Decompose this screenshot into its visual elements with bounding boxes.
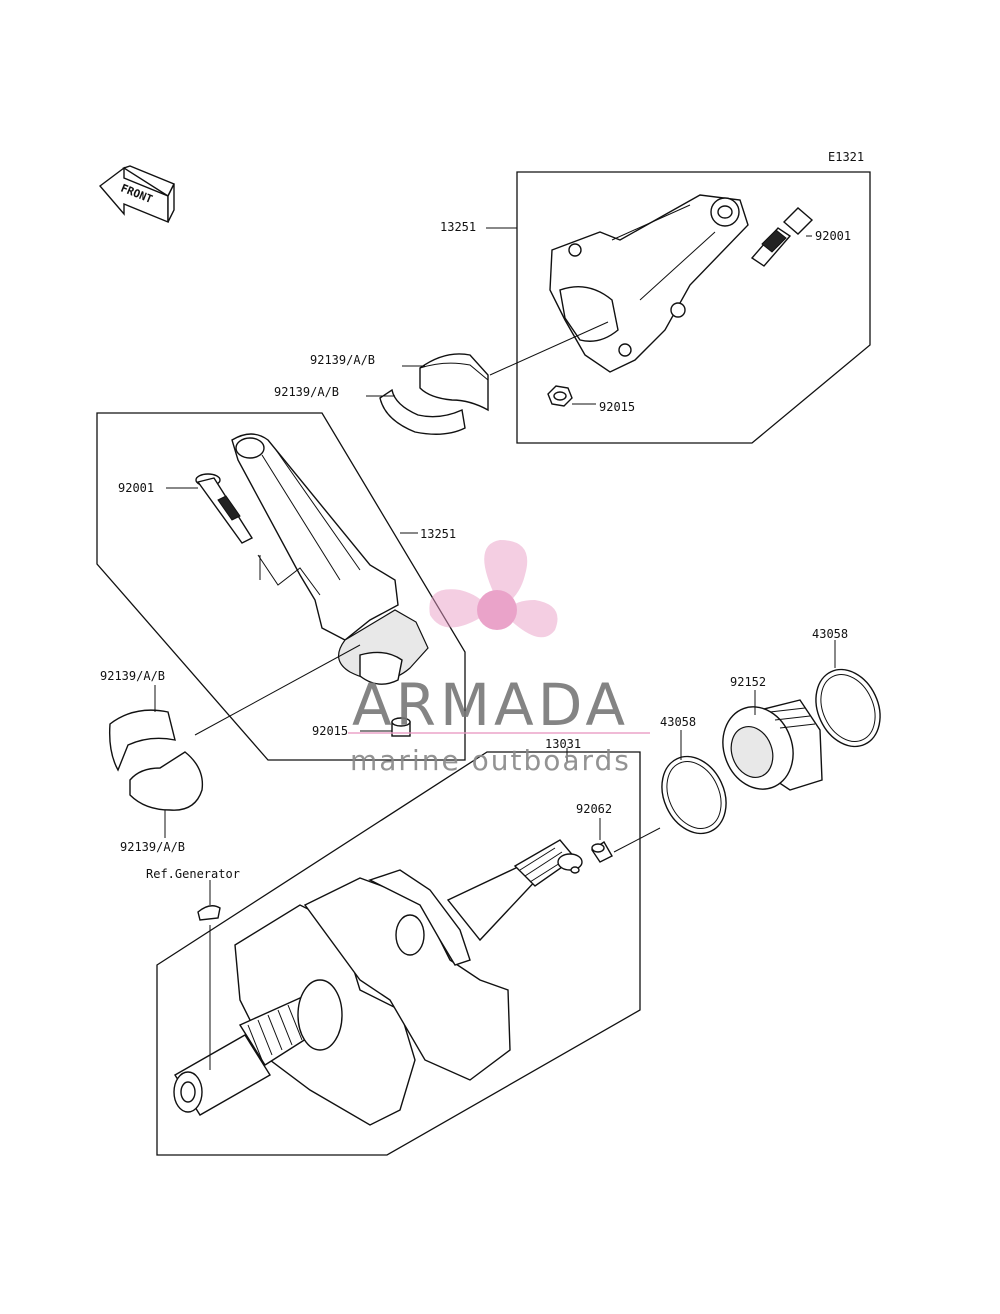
woodruff-key [197, 905, 221, 921]
label-ring-right: 43058 [812, 627, 848, 641]
label-bearing-top-b: 92139/A/B [274, 385, 339, 399]
label-ref-generator: Ref.Generator [146, 867, 240, 881]
top-bolt [750, 207, 814, 267]
label-nut-mid: 92015 [312, 724, 348, 738]
top-connecting-rod [549, 194, 749, 373]
left-bearing-shell-lower [129, 751, 204, 811]
label-bearing-left-b: 92139/A/B [120, 840, 185, 854]
label-bolt-top: 92001 [815, 229, 851, 243]
label-rod-mid: 13251 [420, 527, 456, 541]
front-arrow-icon: FRONT [98, 165, 175, 224]
label-rod-top: 13251 [440, 220, 476, 234]
label-nut-top: 92015 [599, 400, 635, 414]
label-ring-mid: 43058 [660, 715, 696, 729]
watermark-title: ARMADA [352, 671, 629, 739]
label-bearing-top-a: 92139/A/B [310, 353, 375, 367]
crankshaft-frame [156, 751, 641, 1156]
mid-snap-ring [661, 755, 727, 835]
top-rod-group-frame [516, 171, 871, 444]
plug [591, 841, 613, 863]
mid-connecting-rod [231, 433, 429, 685]
top-bearing-shell-upper [419, 353, 489, 412]
mid-bolt [195, 473, 254, 544]
crank-bearing [722, 699, 823, 791]
crankshaft [173, 839, 583, 1126]
label-bolt-mid: 92001 [118, 481, 154, 495]
top-nut [547, 385, 573, 407]
leader-center-mid [194, 644, 361, 736]
label-plug: 92062 [576, 802, 612, 816]
leader-center-top [489, 321, 609, 376]
armada-logo: ARMADA marine outboards [348, 540, 650, 777]
left-bearing-shell-upper [108, 709, 176, 772]
watermark-subtitle: marine outboards [350, 744, 631, 777]
leader-plug-ring [613, 827, 661, 853]
label-crankshaft: 13031 [545, 737, 581, 751]
leader-bolt-link [257, 554, 321, 596]
right-snap-ring [815, 668, 881, 748]
diagram-code: E1321 [828, 150, 864, 164]
label-bearing-ring: 92152 [730, 675, 766, 689]
top-bearing-shell-lower [379, 388, 466, 435]
mid-rod-group-frame [96, 412, 466, 761]
label-bearing-left-a: 92139/A/B [100, 669, 165, 683]
